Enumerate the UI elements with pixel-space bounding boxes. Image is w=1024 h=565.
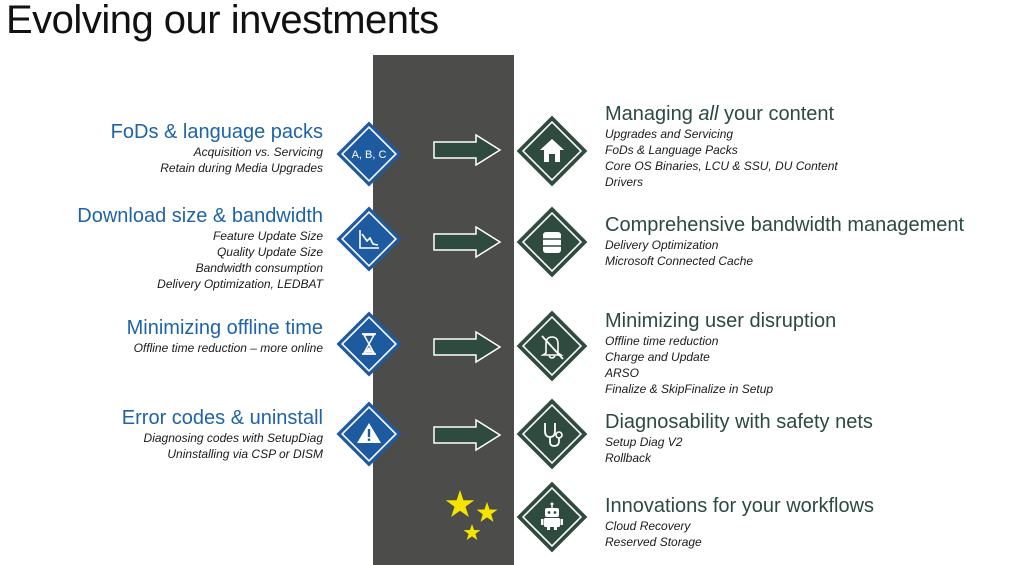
left-line: Bandwidth consumption [195,261,323,275]
right-line: Drivers [605,175,643,189]
right-heading: Managing all your content [605,103,835,125]
left-line: Quality Update Size [216,245,323,259]
abc-text-label: A, B, C [352,149,387,161]
right-item-diagnosability: Diagnosability with safety nets Setup Di… [605,410,873,466]
declining-chart-icon [336,206,402,272]
robot-icon [516,481,588,553]
right-heading: Comprehensive bandwidth management [605,214,965,236]
left-heading: Download size & bandwidth [77,205,323,227]
left-line: Retain during Media Upgrades [160,161,323,175]
left-item-errors: Error codes & uninstall Diagnosing codes… [122,406,323,462]
warning-icon [336,401,402,467]
stars-decoration [445,490,498,540]
left-item-offline: Minimizing offline time Offline time red… [127,316,323,356]
right-line: Setup Diag V2 [605,435,683,449]
left-line: Diagnosing codes with SetupDiag [143,431,323,445]
right-line: Delivery Optimization [605,238,719,252]
right-item-bandwidth: Comprehensive bandwidth management Deliv… [605,213,964,269]
hourglass-icon [336,311,402,377]
database-icon [516,206,588,278]
left-item-download: Download size & bandwidth Feature Update… [77,204,323,292]
star-icon [445,490,475,517]
right-line: Offline time reduction [605,334,719,348]
left-line: Acquisition vs. Servicing [193,145,323,159]
left-heading: Error codes & uninstall [121,407,323,429]
star-icon [463,524,481,540]
right-line: Rollback [605,451,652,465]
right-heading: Diagnosability with safety nets [605,411,873,433]
right-line: Microsoft Connected Cache [605,254,754,268]
right-line: Core OS Binaries, LCU & SSU, DU Content [605,159,838,173]
right-line: Reserved Storage [605,535,702,549]
abc-text-icon: A, B, C [336,121,402,187]
right-arrow-icon [433,133,502,167]
right-line: Upgrades and Servicing [605,127,734,141]
left-heading: Minimizing offline time [126,317,323,339]
center-band [373,55,514,565]
right-arrow-icon [433,418,502,452]
right-heading: Minimizing user disruption [605,310,837,332]
right-item-content: Managing all your content Upgrades and S… [605,102,838,190]
right-item-disruption: Minimizing user disruption Offline time … [605,309,836,397]
star-icon [476,502,498,522]
left-item-fods: FoDs & language packs Acquisition vs. Se… [111,120,323,176]
right-arrow-icon [433,225,502,259]
right-line: Charge and Update [605,350,710,364]
left-line: Delivery Optimization, LEDBAT [157,277,323,291]
home-icon [516,115,588,187]
right-line: FoDs & Language Packs [605,143,738,157]
left-line: Feature Update Size [212,229,323,243]
right-arrow-icon [433,330,502,364]
muted-bell-icon [516,310,588,382]
left-heading: FoDs & language packs [110,121,323,143]
right-line: Cloud Recovery [605,519,691,533]
right-item-innovations: Innovations for your workflows Cloud Rec… [605,494,874,550]
right-line: ARSO [605,366,640,380]
left-line: Offline time reduction – more online [133,341,323,355]
right-line: Finalize & SkipFinalize in Setup [605,382,774,396]
page-title: Evolving our investments [6,0,439,42]
left-line: Uninstalling via CSP or DISM [167,447,323,461]
right-heading: Innovations for your workflows [605,495,875,517]
stethoscope-icon [516,398,588,470]
